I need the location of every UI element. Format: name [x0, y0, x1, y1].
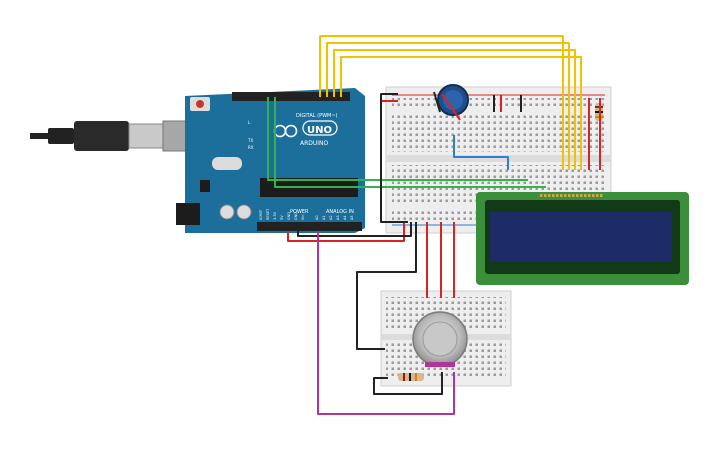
- wire: [380, 93, 408, 223]
- lcd-pin: [580, 194, 583, 197]
- lcd-pin-header: [540, 194, 603, 197]
- lcd-pin: [544, 194, 547, 197]
- lcd-pin: [560, 194, 563, 197]
- lcd-pin: [584, 194, 587, 197]
- resistor-bottom: [398, 373, 424, 381]
- wire: [287, 222, 405, 242]
- rx-label: RX: [248, 145, 254, 150]
- lcd-pin: [556, 194, 559, 197]
- analog-label: ANALOG IN: [326, 209, 354, 215]
- wire: [433, 91, 441, 113]
- arduino-brand: ARDUINO: [300, 140, 329, 147]
- analog-pin-label: A3: [336, 215, 340, 220]
- digital-label: DIGITAL (PWM~): [296, 113, 338, 119]
- lcd-pin: [596, 194, 599, 197]
- power-pin-label: RESET: [266, 208, 270, 220]
- gas-sensor: [412, 311, 468, 367]
- lcd-pin: [568, 194, 571, 197]
- analog-pin-label: A4: [343, 215, 347, 220]
- analog-pin-label: A0: [315, 215, 319, 220]
- lcd-pin: [572, 194, 575, 197]
- wire: [326, 42, 570, 170]
- wires: [267, 35, 601, 415]
- wire: [297, 222, 412, 237]
- wire: [319, 35, 564, 170]
- power-pin-label: GND: [287, 212, 291, 220]
- lcd-pin: [592, 194, 595, 197]
- wire: [441, 93, 461, 121]
- lcd-16x2: [476, 192, 689, 285]
- analog-pin-label: A1: [322, 215, 326, 220]
- power-pin-label: GND: [294, 212, 298, 220]
- lcd-pin: [564, 194, 567, 197]
- tx-label: TX: [247, 138, 253, 143]
- wire: [356, 222, 417, 350]
- wire: [453, 135, 509, 170]
- lcd-pin: [540, 194, 543, 197]
- wire: [340, 56, 582, 170]
- power-pin-label: IOREF: [259, 210, 263, 220]
- wire: [317, 231, 455, 415]
- wire: [267, 97, 528, 181]
- wire: [373, 372, 443, 395]
- lcd-pin: [548, 194, 551, 197]
- wire: [274, 97, 546, 188]
- lcd-pin: [600, 194, 603, 197]
- lcd-pin: [588, 194, 591, 197]
- arduino-uno: ARDUINO UNO DIGITAL (PWM~) POWER ANALOG …: [176, 88, 365, 233]
- lcd-pin: [576, 194, 579, 197]
- potentiometer[interactable]: [437, 84, 469, 116]
- lcd-pin: [552, 194, 555, 197]
- power-pin-label: 5V: [280, 215, 284, 220]
- arduino-model: UNO: [307, 125, 332, 136]
- l-label: L: [248, 120, 251, 125]
- power-pin-label: 3.3V: [273, 211, 277, 220]
- wire: [333, 49, 576, 170]
- analog-pin-label: A5: [350, 215, 354, 220]
- power-label: POWER: [290, 209, 309, 215]
- analog-pin-label: A2: [329, 215, 333, 220]
- usb-cable: [30, 120, 194, 152]
- power-pin-label: Vin: [301, 214, 305, 220]
